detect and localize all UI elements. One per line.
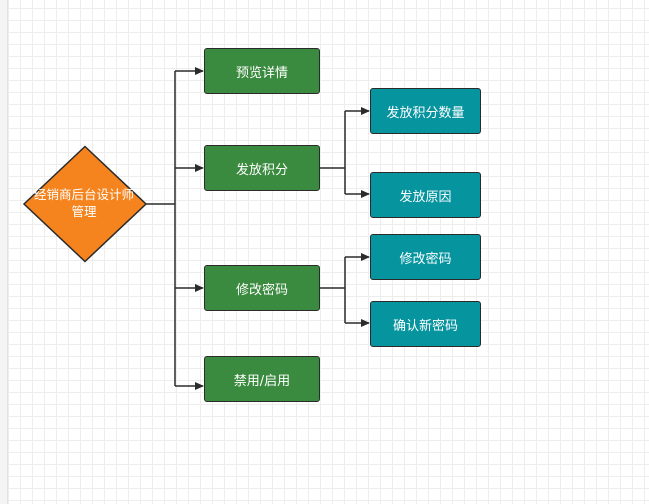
node-issue-points[interactable]: 发放积分 [204, 145, 320, 191]
node-change-password-label: 修改密码 [235, 282, 288, 298]
node-confirm-password-label: 确认新密码 [392, 318, 458, 334]
root-diamond-node[interactable] [22, 145, 148, 263]
node-edit-password[interactable]: 修改密码 [370, 234, 481, 280]
node-confirm-password[interactable]: 确认新密码 [370, 301, 481, 347]
node-points-reason[interactable]: 发放原因 [370, 172, 481, 218]
node-toggle-status-label: 禁用/启用 [233, 373, 291, 389]
canvas-ruler [0, 0, 8, 504]
node-issue-points-label: 发放积分 [235, 162, 288, 178]
node-points-reason-label: 发放原因 [399, 189, 452, 205]
node-toggle-status[interactable]: 禁用/启用 [204, 356, 320, 402]
node-points-amount[interactable]: 发放积分数量 [370, 88, 481, 134]
node-points-amount-label: 发放积分数量 [386, 105, 465, 121]
node-change-password[interactable]: 修改密码 [204, 265, 320, 311]
node-preview-details-label: 预览详情 [235, 65, 288, 81]
node-edit-password-label: 修改密码 [399, 251, 452, 267]
root-node-label: 经销商后台设计师管理 [34, 187, 135, 219]
node-preview-details[interactable]: 预览详情 [204, 48, 320, 94]
